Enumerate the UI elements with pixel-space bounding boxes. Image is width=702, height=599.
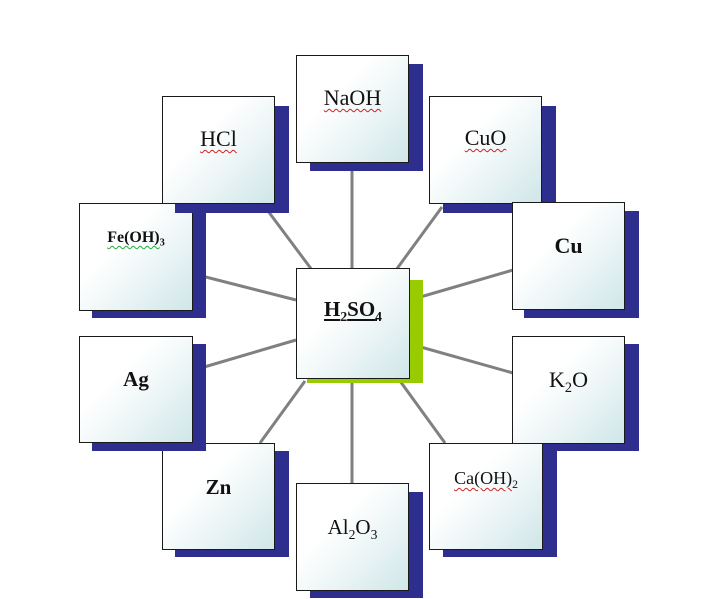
caoh2-label: Ca(OH)2 [454,468,518,492]
al2o3-label: Al2O3 [327,515,378,542]
cu-label: Cu [554,233,583,258]
cu-box [512,202,625,310]
connector-ag [193,338,297,372]
connector-hcl [263,206,314,271]
k2o-box [512,336,625,444]
caoh2-box [429,443,543,550]
feoh3-box [79,203,193,311]
naoh-box [296,55,409,163]
naoh-label: NaOH [323,85,382,110]
connector-caoh2 [398,380,447,444]
hcl-label: HCl [200,126,237,151]
connector-k2o [409,342,514,375]
k2o-label: K2O [549,367,588,396]
cuo-label: CuO [464,125,507,150]
ag-box [79,336,193,443]
center-box [296,268,410,379]
hcl-box [162,96,275,204]
connector-feoh3 [193,272,297,302]
feoh3-label: Fe(OH)3 [107,229,165,249]
connector-cuo [394,206,444,271]
zn-box [162,443,275,550]
connector-cu [409,268,514,302]
center-formula: H2SO4 [323,297,382,324]
connector-zn [258,380,307,444]
cuo-box [429,96,542,204]
al2o3-box [296,483,409,591]
zn-label: Zn [205,475,232,499]
ag-label: Ag [123,367,149,391]
